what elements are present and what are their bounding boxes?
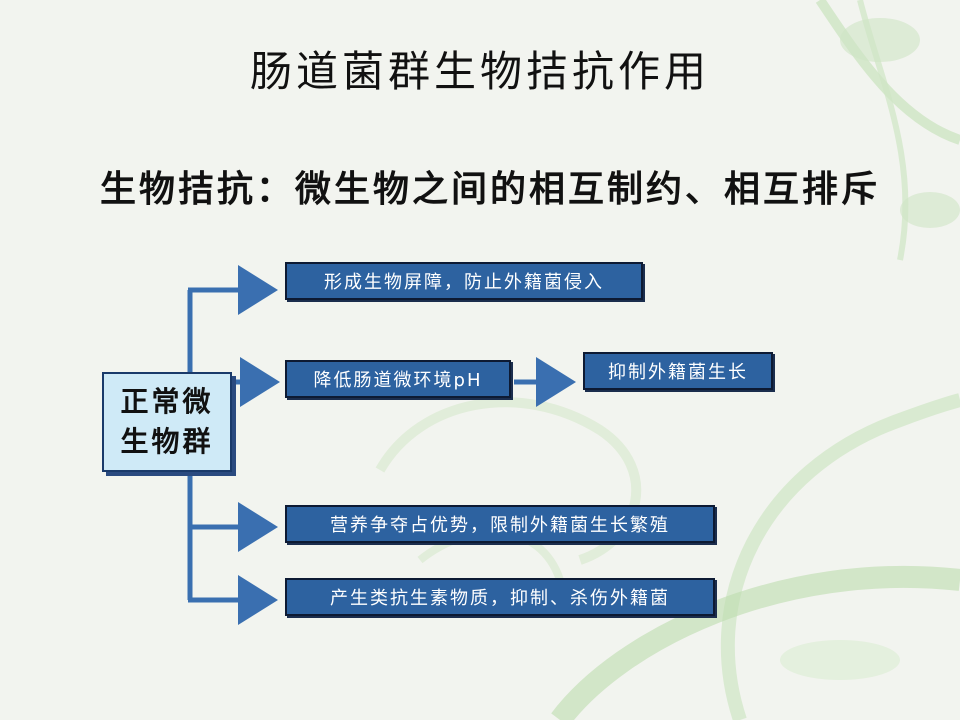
branch-antibiotic-substances: 产生类抗生素物质，抑制、杀伤外籍菌 — [285, 578, 715, 616]
center-node-normal-flora: 正常微 生物群 — [102, 372, 232, 472]
slide-subtitle: 生物拮抗：微生物之间的相互制约、相互排斥 — [99, 169, 880, 210]
branch-biological-barrier: 形成生物屏障，防止外籍菌侵入 — [285, 262, 643, 300]
result-inhibit-growth: 抑制外籍菌生长 — [583, 352, 773, 390]
branch-nutrient-competition: 营养争夺占优势，限制外籍菌生长繁殖 — [285, 505, 715, 543]
center-node-line-2: 生物群 — [120, 425, 214, 458]
center-node-line-1: 正常微 — [120, 385, 214, 418]
branch-lower-ph: 降低肠道微环境pH — [285, 360, 511, 398]
slide-title: 肠道菌群生物拮抗作用 — [249, 47, 710, 96]
